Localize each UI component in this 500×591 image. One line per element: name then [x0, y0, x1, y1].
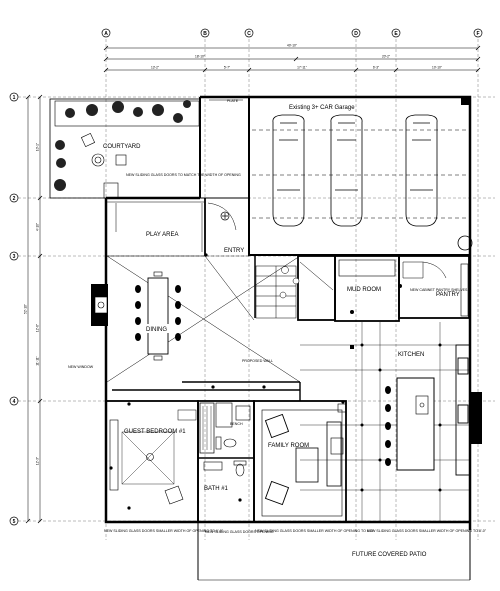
room-label-patio: FUTURE COVERED PATIO: [352, 552, 427, 558]
grid-label-f: F: [476, 31, 479, 37]
grid-label-4: 4: [13, 399, 16, 405]
family-room: [261, 403, 347, 517]
dining: DINING NEW WINDOW: [68, 271, 181, 369]
open-plan-diagonals: [106, 255, 301, 383]
dim-left-4: 11'-11": [36, 356, 40, 365]
grid-bubble-e: [391, 28, 401, 38]
dim-upper-left: 18'-10": [195, 55, 205, 59]
guest-bedroom: GUEST BEDROOM #1: [109, 409, 197, 505]
note-door-guest: NEW SLIDING GLASS DOORS SMALLER WIDTH OF…: [104, 529, 224, 533]
note-bench: BENCH: [230, 422, 243, 426]
grid-label-a: A: [104, 31, 108, 37]
room-label-entry: ENTRY: [224, 248, 244, 254]
dim-left-2: 4'-10": [36, 223, 40, 231]
dim-overall-top: 40'-10": [287, 44, 297, 48]
fireplace: [91, 284, 108, 326]
future-patio: [197, 522, 471, 581]
recessed-lights: [360, 343, 442, 492]
room-label-bath: BATH #1: [204, 486, 229, 492]
dim-left-3: 12'-6": [36, 324, 40, 332]
grid-bubble-b: [200, 28, 210, 38]
room-label-family-room: FAMILY ROOM: [268, 443, 309, 449]
grid-bubble-f: [473, 28, 483, 38]
note-door-bath: NEW SLIDING GLASS DOORS OPENING: [205, 530, 274, 534]
grid-bubble-4: [9, 396, 19, 406]
grid-label-2: 2: [13, 196, 16, 202]
dim-lower-2: 5'-7": [224, 66, 230, 70]
dimension-lines: [25, 45, 481, 524]
dim-upper-right: 20'-2": [382, 55, 390, 59]
note-door-family: NEW SLIDING GLASS DOORS SMALLER WIDTH OF…: [255, 529, 375, 533]
sink: [415, 395, 429, 415]
grid-bubble-a: [101, 28, 111, 38]
room-label-guest-bedroom: GUEST BEDROOM #1: [124, 429, 186, 435]
note-plate: PLATE: [227, 99, 239, 103]
room-label-dining: DINING: [146, 327, 167, 333]
room-label-pantry: PANTRY: [436, 292, 460, 298]
patio-furniture: [80, 132, 127, 199]
garage-cars: [272, 114, 438, 227]
bath: [199, 402, 251, 477]
play-area: PLAY AREA ENTRY: [106, 201, 244, 257]
grid-label-1: 1: [13, 95, 16, 101]
grid-bubble-5: [9, 516, 19, 526]
note-door-kitchen: NEW SLIDING GLASS DOORS SMALLER WIDTH OF…: [367, 529, 487, 533]
note-pantry: NEW CABINET PANTRY SHELVES: [410, 288, 468, 292]
water-heater: [457, 235, 473, 251]
pantry: NEW CABINET PANTRY SHELVES PANTRY: [402, 261, 469, 317]
dim-left-5: 12'-3": [36, 457, 40, 465]
garage: Existing 3+ CAR Garage: [252, 97, 473, 251]
room-label-garage: Existing 3+ CAR Garage: [289, 105, 355, 111]
dim-lower-1: 13'-2": [151, 66, 159, 70]
stair: [255, 261, 334, 319]
dim-left-1: 10'-1": [36, 143, 40, 151]
room-label-mud-room: MUD ROOM: [347, 287, 381, 293]
grid-bubbles: [9, 28, 483, 526]
grid-label-c: C: [247, 31, 251, 37]
grid-label-d: D: [354, 31, 358, 37]
kitchen: KITCHEN: [300, 322, 482, 522]
dim-lower-4: 6'-3": [373, 66, 379, 70]
room-label-kitchen: KITCHEN: [398, 352, 424, 358]
grid-bubble-d: [351, 28, 361, 38]
mud-room: MUD ROOM: [338, 259, 402, 314]
bar-stools: [385, 386, 391, 466]
dim-lower-5: 10'-10": [432, 66, 442, 70]
planter-shrubs: [54, 100, 191, 191]
grid-bubble-1: [9, 92, 19, 102]
grid-label-3: 3: [13, 254, 16, 260]
fixture-symbols: [109, 253, 345, 510]
grid-label-e: E: [394, 31, 398, 37]
grid-bubble-3: [9, 251, 19, 261]
dim-overall-left: 52'-10": [24, 304, 28, 314]
note-door-courtyard: NEW SLIDING GLASS DOORS TO MATCH THE WID…: [126, 173, 241, 177]
garage-door-lines: [252, 129, 470, 219]
grid-label-b: B: [203, 31, 207, 37]
note-new-window: NEW WINDOW: [68, 365, 94, 369]
dim-lower-3: 17'-11": [297, 66, 307, 70]
room-label-courtyard: COURTYARD: [103, 144, 141, 150]
note-proposed-wall: PROPOSED WALL: [242, 359, 273, 363]
grid-bubble-c: [244, 28, 254, 38]
grid-bubble-2: [9, 193, 19, 203]
room-label-play-area: PLAY AREA: [146, 232, 178, 238]
grid-label-5: 5: [13, 519, 16, 525]
